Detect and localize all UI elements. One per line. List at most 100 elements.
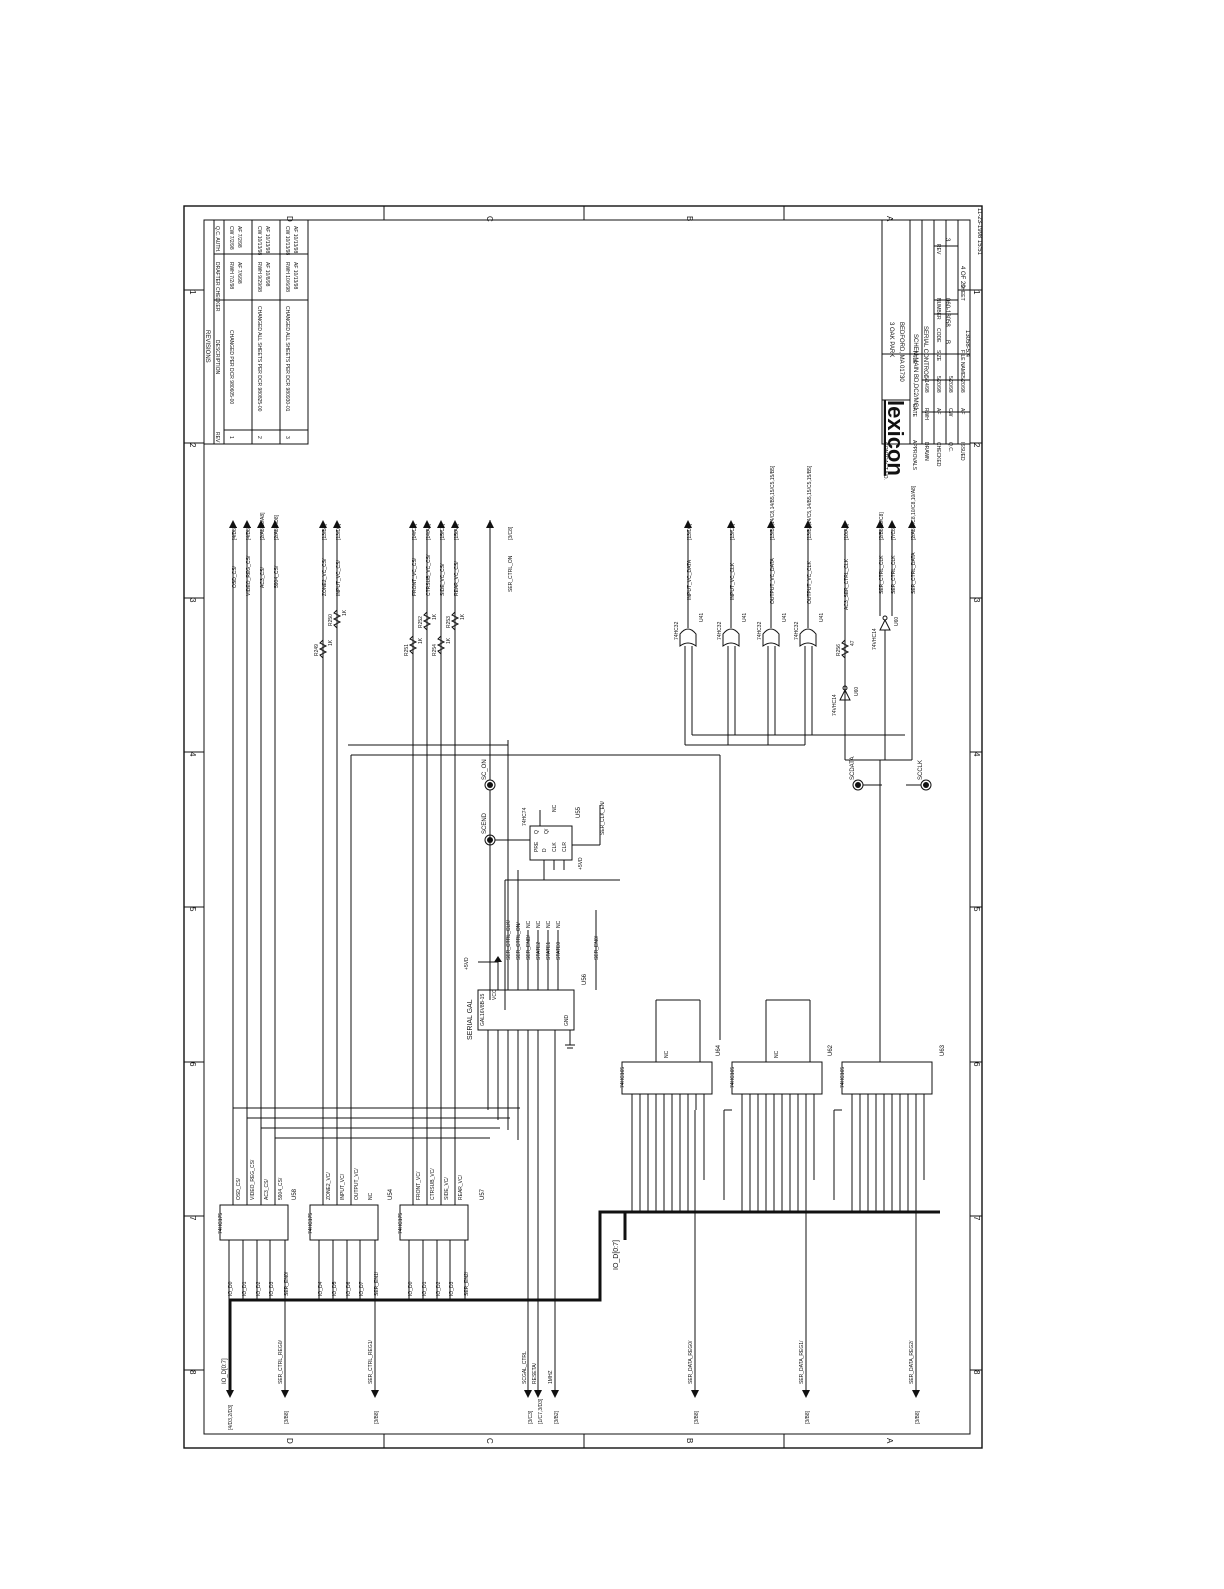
- zone-D-bottom: D: [285, 1438, 294, 1444]
- r252-val: 1K: [432, 613, 438, 620]
- zone-labels: D C B A D C B A 8 7 6 5 4 3 2 1 8 7 6 5 …: [188, 208, 982, 1444]
- rev-header-desc: DESCRIPTION: [214, 340, 220, 375]
- net-ser-data-reg0: SER_DATA_REG0/: [688, 1340, 694, 1384]
- file-value: 13058-5.4: [964, 330, 970, 358]
- u58-clk: SER_EN0/: [284, 1271, 290, 1296]
- u57-clk: SER_EN2/: [464, 1271, 470, 1296]
- u58-out-1: VIDEO_REG_CS/: [250, 1159, 256, 1200]
- plot-timestamp: 11-23-1998 15:51: [976, 208, 982, 256]
- rev-3-qc: CW 10/13/98: [284, 226, 290, 255]
- u57-out-0: FRONT_VC/: [416, 1171, 422, 1200]
- company-logo: lexicon: [883, 400, 908, 476]
- net-5904-cs: 5904_CS/: [274, 565, 280, 588]
- rev-1-desc: CHANGED PER DCR 980605-00: [228, 330, 234, 404]
- net-ser-ctrl-reg1: SER_CTRL_REG1/: [368, 1339, 374, 1384]
- u54-ref: U54: [388, 1188, 394, 1200]
- net-1mhz-ref: [3/B2]: [554, 1410, 560, 1424]
- u55-pin-clr: CLR: [562, 842, 568, 852]
- u55-pin-d: D: [542, 848, 548, 852]
- u58-out-2: AC3_CS/: [264, 1179, 270, 1200]
- right-cs-nets: OSD_CS/ [4/D8] VIDEO_REG_CS/ [4/D8] AC3_…: [229, 512, 720, 880]
- u57-in-1: IO_D1: [422, 1281, 428, 1296]
- u55-pin-clk: CLK: [552, 842, 558, 852]
- tp-scclk: [923, 782, 929, 788]
- zone-A-top: A: [885, 216, 894, 222]
- tp-scclk-label: SCCLK: [918, 760, 924, 780]
- qc-date: 5/20/98: [947, 376, 953, 393]
- code-label: CODE: [935, 328, 941, 343]
- title-line-1: SCHEM,MAIN BD,DC2/MC1: [912, 334, 918, 411]
- u56-pin-2: SER_END/: [526, 934, 532, 960]
- sheet-label: SHEET: [959, 284, 965, 301]
- inner-frame: [203, 219, 971, 1435]
- net-video-reg-cs: VIDEO_REG_CS/: [246, 555, 252, 596]
- drawn-by: RWH: [923, 408, 929, 420]
- net-input-vc-clk-ref: [13/C8]: [730, 523, 736, 540]
- net-front-vc-cs: FRONT_VC_CS/: [412, 557, 418, 596]
- net-ac3-cs: AC3_CS/: [260, 567, 266, 588]
- u55-type: 74HC74: [522, 807, 528, 826]
- net-ser-data-reg1-ref: [3/B8]: [805, 1410, 811, 1424]
- u58-ref: U58: [292, 1188, 298, 1200]
- zone-6-left: 6: [188, 1062, 197, 1067]
- net-ser-data-reg2-ref: [3/B8]: [915, 1410, 921, 1424]
- r249-val: 1K: [328, 639, 334, 646]
- u60-ref-2: U60: [894, 617, 900, 626]
- zone-B-top: B: [685, 216, 694, 221]
- checked-by: AF: [935, 408, 941, 414]
- u54-type: 74HC175: [308, 1213, 314, 1234]
- net-input-vc-data: INPUT_VC_DATA: [687, 559, 693, 600]
- net-ser-ctrl-clk-1: SER_CTRL_CLK: [879, 555, 885, 594]
- tp-scend: [487, 837, 493, 843]
- r253-val: 1K: [460, 613, 466, 620]
- net-ctrsub-vc-cs-ref: [14/A8]: [426, 524, 432, 540]
- rev-2-num: 2: [256, 436, 262, 439]
- u56-nc-2: NC: [546, 920, 552, 928]
- net-output-vc-data-ref: [13/B8,14/C8,14/B5,15/C5,15/B5]: [770, 465, 776, 540]
- rev-3-desc: CHANGED ALL SHEETS PER DCR 980930-01: [284, 306, 290, 412]
- u64-nc: NC: [664, 1050, 670, 1058]
- net-side-vc-cs-ref: [15/C8]: [440, 523, 446, 540]
- title-label: TITLE: [911, 350, 917, 364]
- contract-label: CONTRACT NO.: [882, 442, 888, 480]
- net-side-vc-cs: SIDE_VC_CS/: [440, 563, 446, 596]
- u41-ref-2: U41: [742, 613, 748, 622]
- u64-type: 74HC165: [620, 1067, 626, 1088]
- u55-flipflop: 74HC74 U55 PRE D CLK CLR Q Q/ NC +5VD SE…: [504, 800, 620, 1010]
- u55-vcc: +5VD: [578, 857, 584, 870]
- date-label: DATE: [911, 404, 917, 418]
- number-label: NUMBER: [935, 298, 941, 320]
- u41-type-2: 74HC32: [717, 621, 723, 640]
- net-output-vc-clk: OUTPUT_VC_CLK: [807, 561, 813, 604]
- u54-out-0: ZONE2_VC/: [326, 1172, 332, 1200]
- drawn-label: DRAWN: [923, 442, 929, 461]
- net-ser-ctrl-clk-2-ref: [7/C8]: [891, 526, 897, 540]
- u55-pin-qn: Q/: [544, 828, 550, 834]
- net-io-d: IO_D[0:7]: [222, 1358, 228, 1384]
- net-input-vc-cs-ref: [13/D8]: [336, 523, 342, 540]
- u56-pin-1: SER_CTRL_ON/: [516, 922, 522, 960]
- io-bus: IO_D[0:7]: [228, 1210, 940, 1390]
- u41-ref-1: U41: [699, 613, 705, 622]
- net-5904-cs-ref: [2/A8,7/D8]: [274, 514, 280, 540]
- rev-1-auth: AF 7/2/98: [236, 226, 242, 248]
- zone-4-left: 4: [188, 752, 197, 757]
- tp-sc-on-label: SC_ON: [482, 759, 488, 780]
- or-gate-4: [799, 628, 817, 647]
- zone-C-top: C: [485, 216, 494, 222]
- net-scgal-ctrl-ref: [3/C3]: [528, 1410, 534, 1424]
- u55-pin-q: Q: [534, 830, 540, 834]
- u56-ser-env: SER_EN0/: [594, 935, 600, 960]
- u57-in-0: IO_D0: [408, 1281, 414, 1296]
- net-input-vc-data-ref: [13/D8]: [687, 523, 693, 540]
- net-osd-cs-ref: [4/D8]: [232, 526, 238, 540]
- net-ser-ctrl-reg0-ref: [3/B8]: [284, 1410, 290, 1424]
- u56-vcc: VCC: [492, 989, 498, 1000]
- rev-3-auth: AF 10/13/98: [292, 226, 298, 253]
- rev-2-checker: AF 10/8/98: [264, 262, 270, 287]
- io-bus-label: IO_D[0:7]: [613, 1240, 620, 1270]
- u54-out-2: OUTPUT_VC/: [354, 1168, 360, 1200]
- u58-in-1: IO_D1: [242, 1281, 248, 1296]
- rev-3-drafter: RWH 10/6/98: [284, 262, 290, 292]
- u58-out-3: 5904_CS/: [278, 1177, 284, 1200]
